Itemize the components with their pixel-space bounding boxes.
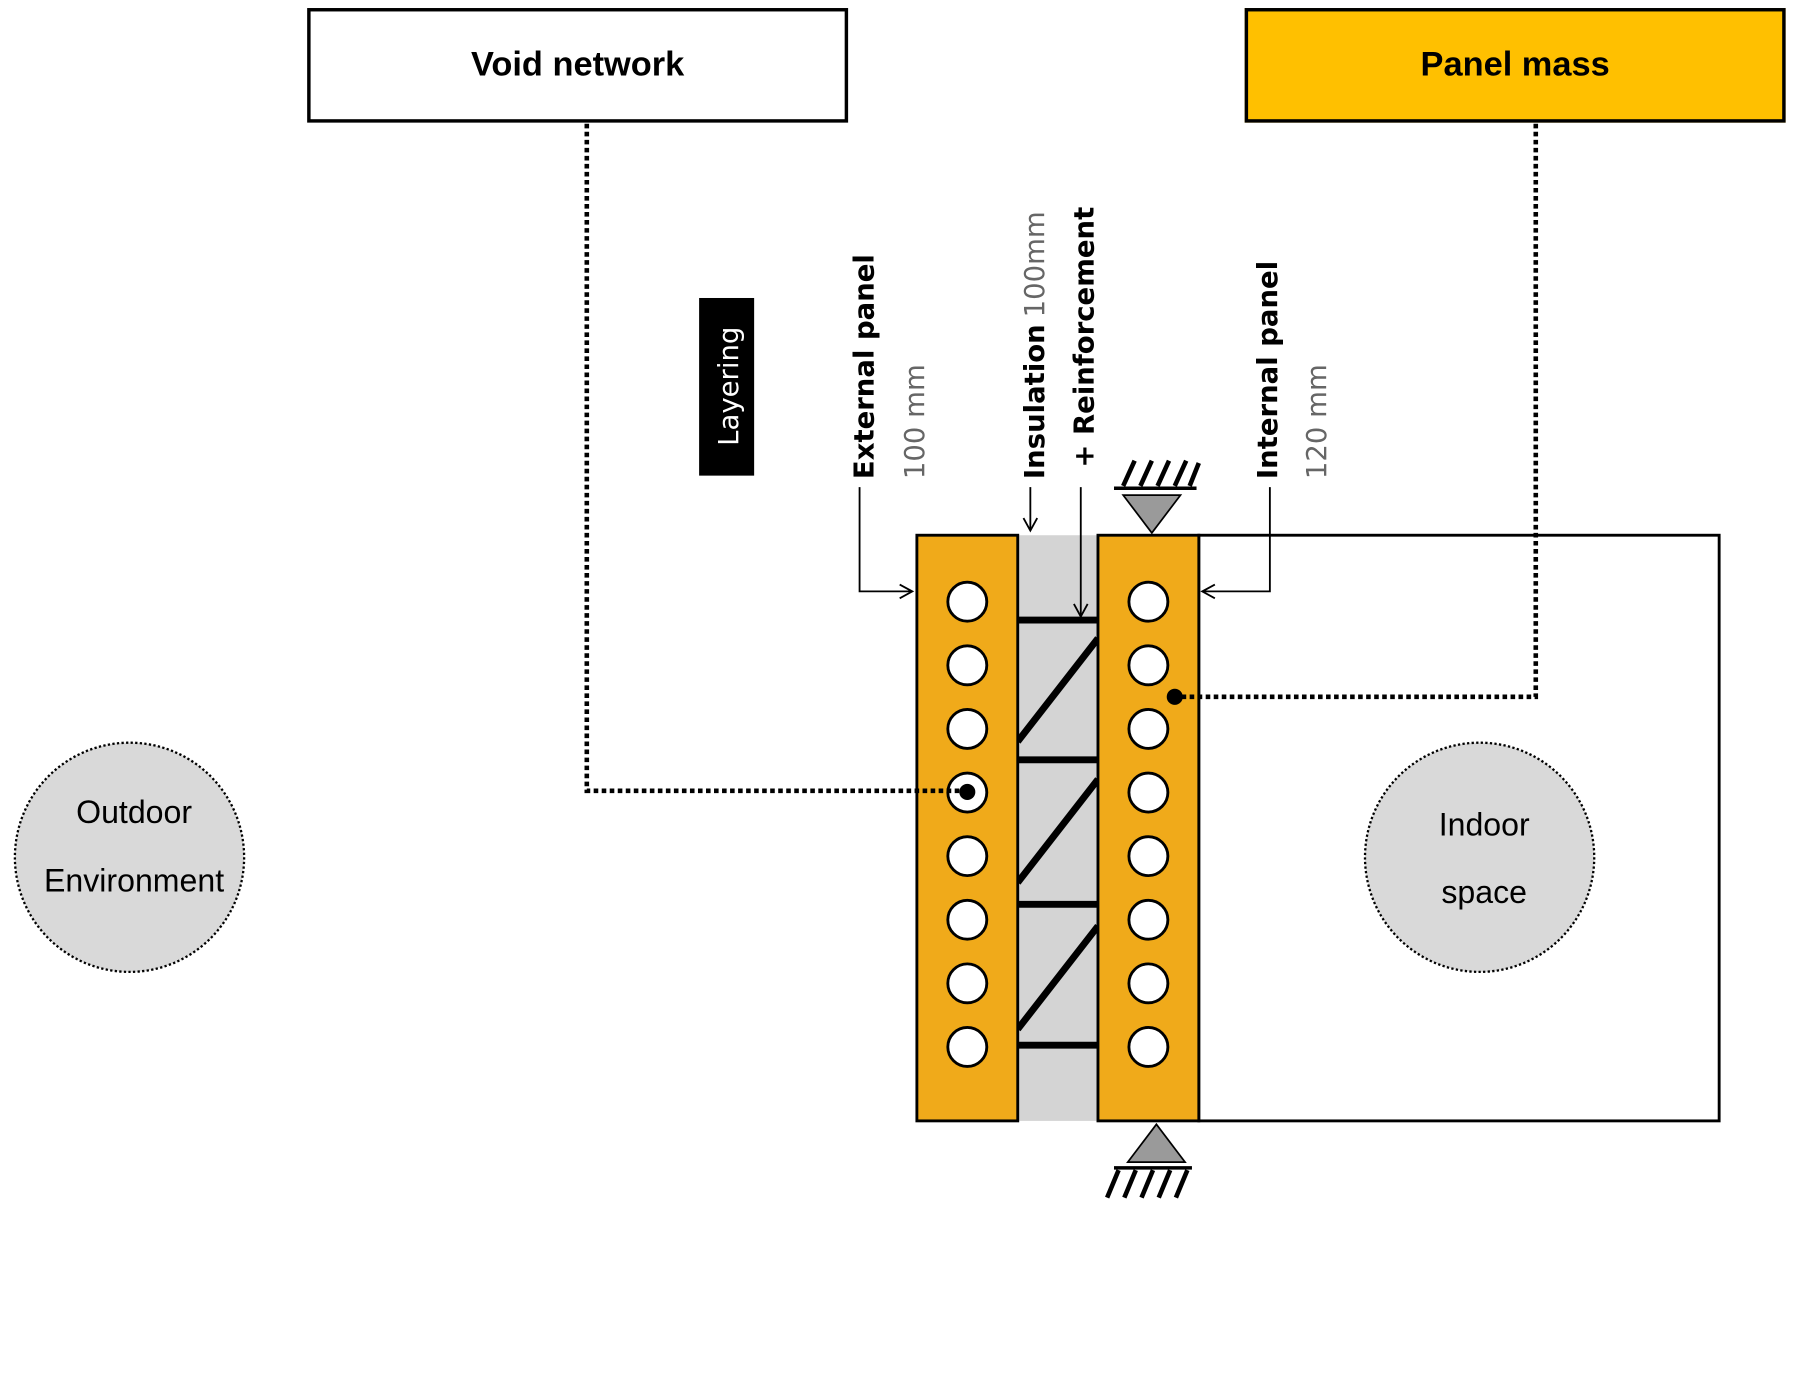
external-panel-void-8 xyxy=(946,1026,989,1068)
internal-panel xyxy=(1096,533,1201,1123)
void-network-box: Void network xyxy=(307,8,849,123)
external-panel-void-6 xyxy=(946,898,989,941)
internal-panel-name: Internal panel xyxy=(1252,261,1284,479)
reinforcement-label: + Reinforcement xyxy=(1068,207,1100,468)
layering-label: Layering xyxy=(713,327,745,446)
panel-mass-box: Panel mass xyxy=(1244,8,1786,123)
indoor-label-line1: Indoor xyxy=(1439,807,1530,843)
void-network-connector xyxy=(584,123,968,794)
internal-panel-void-5 xyxy=(1127,835,1170,878)
panel-mass-label: Panel mass xyxy=(1420,45,1610,84)
external-panel-void-7 xyxy=(946,962,989,1005)
internal-panel-voids xyxy=(1127,580,1170,1068)
indoor-label-line2: space xyxy=(1441,874,1527,910)
external-panel xyxy=(915,533,1020,1123)
void-network-label: Void network xyxy=(470,45,685,84)
external-panel-void-2 xyxy=(946,644,989,687)
internal-panel-leader xyxy=(1200,487,1271,600)
reinforcement-truss xyxy=(1015,616,1101,1049)
insulation-name: Insulation xyxy=(1019,324,1051,479)
internal-panel-void-1 xyxy=(1127,580,1170,623)
external-panel-void-3 xyxy=(946,708,989,750)
internal-panel-void-8 xyxy=(1127,1026,1170,1068)
internal-panel-void-3 xyxy=(1127,708,1170,750)
indoor-space-node: Indoor space xyxy=(1363,741,1596,974)
internal-panel-size: 120 mm xyxy=(1301,364,1333,479)
internal-panel-void-2 xyxy=(1127,644,1170,687)
outdoor-label-line2: Environment xyxy=(44,863,224,899)
external-panel-name: External panel xyxy=(848,254,880,479)
outdoor-environment-node: Outdoor Environment xyxy=(13,741,246,974)
panel-mass-connector xyxy=(1174,123,1539,700)
outdoor-label-line1: Outdoor xyxy=(76,794,192,830)
insulation-label: Insulation 100mm xyxy=(1019,211,1051,479)
wall-diagram: Layering External panel 100 mm Insulatio… xyxy=(13,123,1721,1199)
internal-panel-void-6 xyxy=(1127,898,1170,941)
top-support xyxy=(1114,459,1201,535)
bottom-support xyxy=(1105,1122,1192,1199)
external-panel-leader xyxy=(858,487,915,600)
insulation-size: 100mm xyxy=(1019,211,1051,317)
external-panel-void-5 xyxy=(946,835,989,878)
external-panel-voids xyxy=(946,580,989,1068)
panel-mass-dot xyxy=(1166,688,1183,705)
internal-panel-void-7 xyxy=(1127,962,1170,1005)
external-panel-void-1 xyxy=(946,580,989,623)
internal-panel-void-4 xyxy=(1127,771,1170,814)
void-network-dot xyxy=(959,783,976,800)
layering-tag xyxy=(699,297,755,476)
external-panel-size: 100 mm xyxy=(899,364,931,479)
